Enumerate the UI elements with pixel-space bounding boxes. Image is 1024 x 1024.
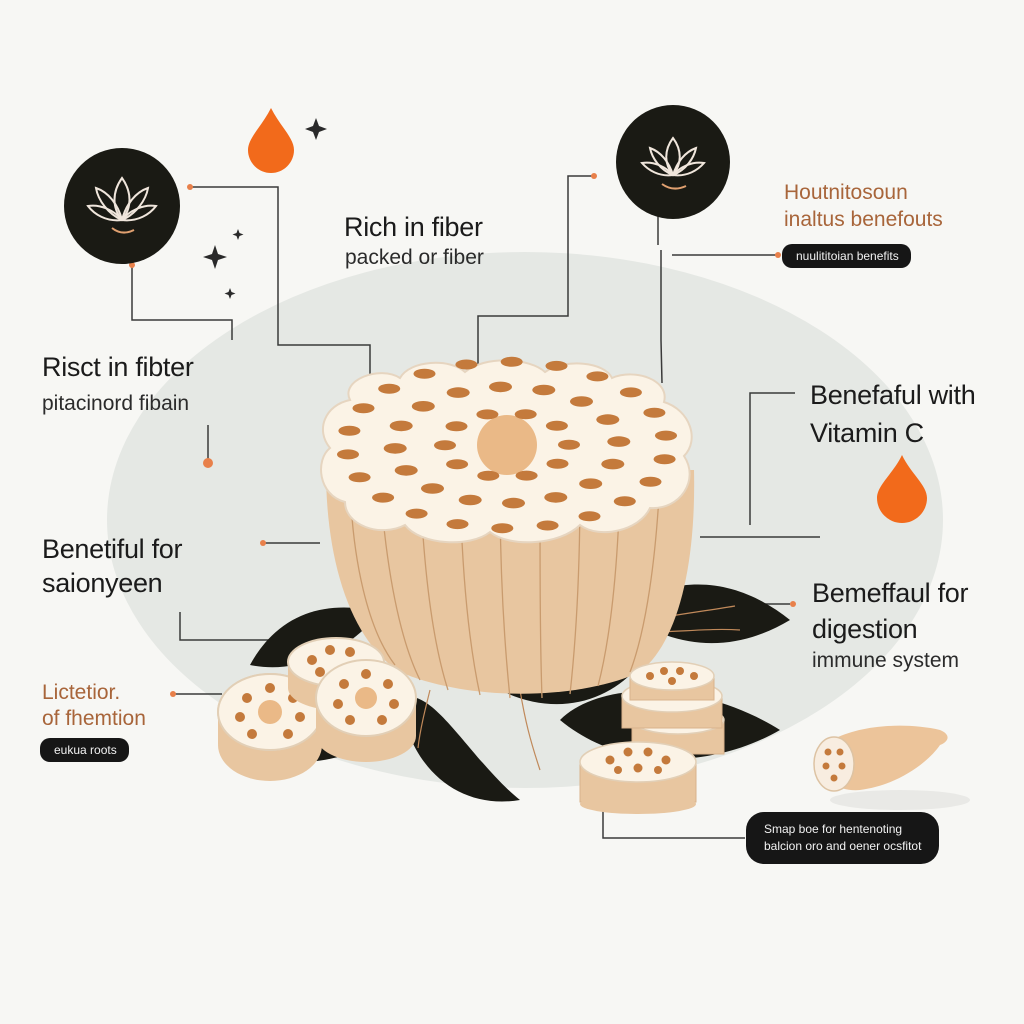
- right-low-title-line1: Bemeffaul for: [812, 578, 969, 608]
- right-top-pill: nuulititoian benefits: [782, 244, 911, 268]
- lotus-hole: [348, 472, 371, 483]
- lotus-hole: [596, 414, 620, 425]
- right-top-line1: Houtnitosoun: [784, 181, 908, 204]
- water-drop-icon: [248, 108, 294, 173]
- top-center-title: Rich in fiber: [344, 212, 483, 242]
- lotus-hole: [613, 496, 636, 507]
- lotus-hole: [502, 497, 525, 509]
- bottom-right-pill: Smap boe for hentenoting balcion oro and…: [746, 812, 940, 864]
- lotus-slice: [315, 659, 417, 762]
- left-bottom-line1: Lictetior.: [42, 681, 121, 704]
- lotus-icon: [616, 105, 730, 219]
- lotus-hole: [458, 494, 482, 506]
- lotus-hole: [579, 478, 603, 490]
- lotus-slice-stack: [579, 661, 725, 814]
- lotus-hole: [546, 458, 569, 469]
- left-top-subtitle: pitacinord fibain: [42, 392, 190, 415]
- left-bottom-pill: eukua roots: [40, 738, 129, 762]
- lotus-hole: [653, 454, 676, 465]
- right-low-subtitle: immune system: [812, 649, 960, 672]
- left-bottom-line2: of fhemtion: [42, 707, 146, 730]
- lotus-root-piece: [813, 725, 970, 810]
- connector-lines: [131, 175, 820, 839]
- lotus-hole: [411, 401, 435, 412]
- lotus-hole: [394, 465, 418, 476]
- lotus-hole: [446, 519, 469, 530]
- lotus-hole: [372, 492, 395, 503]
- lotus-hole: [607, 436, 631, 447]
- lotus-hole: [421, 483, 444, 494]
- lotus-root-main: [320, 356, 695, 699]
- lotus-hole: [489, 381, 512, 393]
- right-mid-title-line2: Vitamin C: [810, 418, 924, 448]
- lotus-icon: [64, 148, 180, 264]
- lotus-hole: [601, 458, 625, 470]
- lotus-hole: [639, 476, 662, 487]
- lotus-hole: [578, 511, 601, 522]
- bottom-right-pill-line1: Smap boe for hentenoting: [764, 822, 903, 836]
- right-top-line2: inaltus benefouts: [784, 208, 943, 231]
- lotus-hole: [383, 443, 407, 454]
- lotus-hole: [544, 492, 568, 503]
- left-top-title: Risct in fibter: [42, 352, 194, 382]
- top-center-subtitle: packed or fiber: [345, 246, 484, 269]
- lotus-hole: [389, 420, 413, 432]
- left-mid-subtitle: saionyeen: [42, 568, 163, 598]
- bottom-right-pill-line2: balcion oro and oener ocsfitot: [764, 839, 922, 853]
- lotus-hole: [434, 440, 456, 451]
- lotus-hole: [655, 430, 677, 441]
- lotus-hole: [476, 409, 499, 420]
- lotus-hole: [352, 403, 375, 414]
- water-drop-icon: [877, 455, 927, 523]
- right-low-title-line2: digestion: [812, 614, 918, 644]
- left-mid-title: Benetiful for: [42, 534, 183, 564]
- lotus-holes: [337, 356, 677, 534]
- lotus-hole: [405, 508, 428, 519]
- lotus-hole: [619, 387, 642, 398]
- lotus-hole: [477, 470, 500, 481]
- lotus-hole: [586, 371, 609, 382]
- lotus-hole: [545, 360, 568, 371]
- lotus-hole: [446, 459, 469, 470]
- lotus-hole: [446, 387, 470, 398]
- right-mid-title-line1: Benefaful with: [810, 380, 976, 410]
- lotus-hole: [514, 409, 537, 420]
- lotus-hole: [643, 407, 666, 418]
- lotus-hole: [413, 368, 436, 379]
- lotus-hole: [570, 396, 593, 407]
- lotus-hole: [337, 449, 359, 460]
- lotus-hole: [532, 384, 556, 396]
- lotus-hole: [536, 520, 559, 531]
- lotus-hole: [445, 421, 468, 432]
- lotus-hole: [455, 359, 478, 370]
- lotus-hole: [545, 420, 568, 431]
- lotus-hole: [558, 439, 580, 450]
- lotus-hole: [500, 356, 523, 367]
- connector-dots: [129, 173, 796, 697]
- lotus-hole: [378, 383, 401, 394]
- sparkle-icon: [203, 118, 327, 299]
- lotus-hole: [338, 425, 361, 436]
- lotus-hole: [515, 470, 538, 481]
- lotus-hole: [491, 523, 514, 534]
